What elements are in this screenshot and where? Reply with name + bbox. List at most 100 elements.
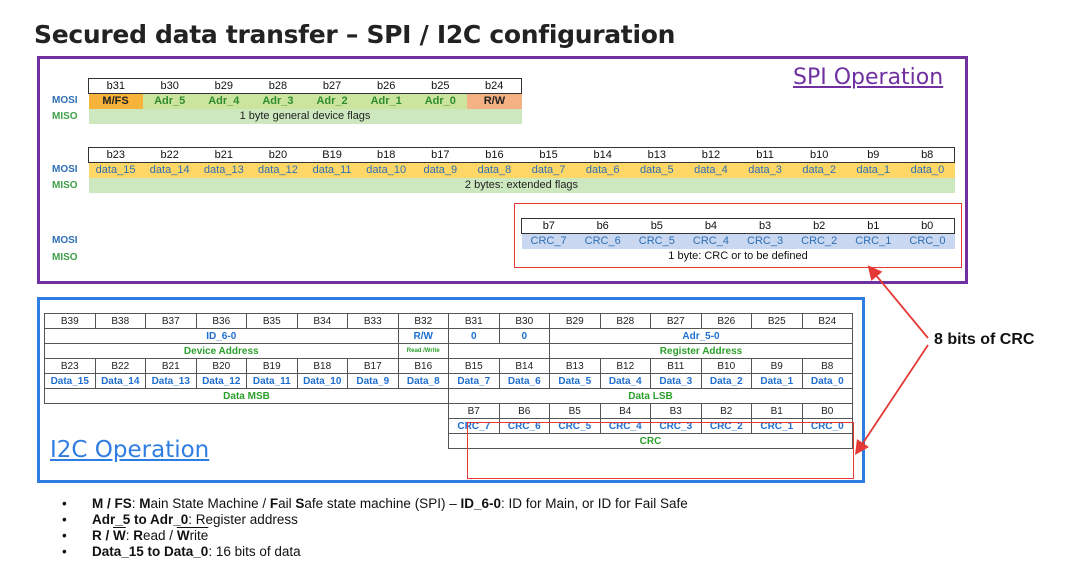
spi-byte1-miso-row: 1 byte general device flags <box>88 108 522 124</box>
legend-text-part: : Register address <box>188 512 298 527</box>
extended-flags-cell: 2 bytes: extended flags <box>88 177 955 193</box>
bit-label: b10 <box>792 147 847 163</box>
legend-text-part: ain State Machine / <box>150 496 270 511</box>
legend-text: M / FS: Main State Machine / Fail Safe s… <box>92 496 688 512</box>
i2c-bits-row-2: B23 B22 B21 B20 B19 B18 B17 B16 B15 B14 … <box>44 358 853 374</box>
i2c-operation-title: I2C Operation <box>50 437 210 463</box>
legend-text-part: rite <box>189 528 209 543</box>
legend-text-part: M / FS <box>92 496 132 511</box>
bit-label: b17 <box>413 147 468 163</box>
bit-label: b31 <box>87 78 143 94</box>
legend-text-part: ead / <box>143 528 177 543</box>
spi-mosi-label: MOSI <box>52 235 78 246</box>
legend-text-part: : 16 bits of data <box>208 544 301 559</box>
legend-text-part: W <box>176 528 190 543</box>
bit-label: B19 <box>305 147 360 163</box>
adr-cell: Adr_0 <box>413 93 468 109</box>
spi-byte1-table: b31 b30 b29 b28 b27 b26 b25 b24 M/FS Adr… <box>87 78 523 124</box>
bit-label: b26 <box>359 78 414 94</box>
spi-byte4-miso-row: 1 byte: CRC or to be defined <box>522 249 955 264</box>
adr-cell: Adr_4 <box>196 93 251 109</box>
crc-cell: CRC_5 <box>629 233 684 249</box>
data-msb-label: Data MSB <box>44 388 449 404</box>
bit-label: b22 <box>142 147 197 163</box>
spi-operation-box <box>37 56 968 284</box>
i2c-data-row: Data_15 Data_14 Data_13 Data_12 Data_11 … <box>44 373 853 389</box>
crc-cell: CRC_6 <box>575 233 630 249</box>
legend-text: R / W: Read / Write <box>92 528 208 544</box>
legend-text-part: Adr_5 to Adr_0 <box>92 512 189 527</box>
bit-label: b24 <box>467 78 523 94</box>
legend-text-part: M <box>139 496 151 511</box>
i2c-operation-box <box>37 297 865 483</box>
rw-cell: R/W <box>467 93 522 109</box>
bit-label: b16 <box>467 147 522 163</box>
crc-label: CRC <box>448 433 853 449</box>
bit-label: b14 <box>575 147 630 163</box>
i2c-frame-table: B39 B38 B37 B36 B35 B34 B33 B32 B31 B30 … <box>44 313 853 449</box>
spi-miso-label: MISO <box>52 252 78 263</box>
data-cell: data_13 <box>196 162 251 178</box>
crc-cell: CRC_7 <box>521 233 576 249</box>
legend-text-part: : <box>131 496 140 511</box>
spi-operation-title: SPI Operation <box>793 65 944 90</box>
arrow-to-spi-crc <box>867 265 929 339</box>
bit-label: b6 <box>575 218 630 234</box>
spi-byte23-bit-row: b23 b22 b21 b20 B19 b18 b17 b16 b15 b14 … <box>87 147 956 163</box>
legend-item: •R / W: Read / Write <box>62 528 688 544</box>
bit-label: b15 <box>521 147 576 163</box>
bit-label: b28 <box>250 78 305 94</box>
bit-label: b30 <box>142 78 197 94</box>
data-cell: data_15 <box>88 162 143 178</box>
adr-cell: Adr_5 <box>142 93 197 109</box>
data-cell: data_7 <box>521 162 576 178</box>
data-cell: data_1 <box>846 162 901 178</box>
adr-cell: Adr_1 <box>359 93 414 109</box>
data-cell: data_5 <box>629 162 684 178</box>
i2c-address-row: ID_6-0 R/W 0 0 Adr_5-0 <box>44 328 853 344</box>
bit-label: b4 <box>683 218 738 234</box>
spi-miso-label: MISO <box>52 111 78 122</box>
bit-label: b11 <box>738 147 793 163</box>
data-cell: data_6 <box>575 162 630 178</box>
legend-text: Data_15 to Data_0: 16 bits of data <box>92 544 301 560</box>
legend-text-part: S <box>295 496 305 511</box>
zero-field: 0 <box>448 328 500 344</box>
i2c-crc-highlight <box>467 422 854 479</box>
legend-text-part: F <box>269 496 279 511</box>
data-cell: data_11 <box>305 162 360 178</box>
bit-label: b25 <box>413 78 468 94</box>
spi-byte23-miso-row: 2 bytes: extended flags <box>88 177 955 193</box>
data-cell: data_2 <box>792 162 847 178</box>
data-cell: data_0 <box>900 162 955 178</box>
bit-label: b12 <box>683 147 738 163</box>
mfs-cell: M/FS <box>88 93 143 109</box>
bit-label: b27 <box>305 78 360 94</box>
bit-label: b1 <box>846 218 901 234</box>
bit-label: b8 <box>900 147 956 163</box>
bit-label: b3 <box>738 218 793 234</box>
bit-label: b5 <box>629 218 684 234</box>
spi-mosi-label: MOSI <box>52 95 78 106</box>
legend-text-part: : ID for Main, or ID for Fail Safe <box>500 496 688 511</box>
spi-byte4-bit-row: b7 b6 b5 b4 b3 b2 b1 b0 <box>520 218 956 234</box>
data-cell: data_9 <box>413 162 468 178</box>
crc-cell: CRC_4 <box>683 233 738 249</box>
spi-byte23-table: b23 b22 b21 b20 B19 b18 b17 b16 b15 b14 … <box>87 147 956 193</box>
spi-byte4-mosi-row: CRC_7 CRC_6 CRC_5 CRC_4 CRC_3 CRC_2 CRC_… <box>521 233 955 249</box>
bit-label: b0 <box>900 218 956 234</box>
crc-miso-cell: 1 byte: CRC or to be defined <box>668 250 808 262</box>
i2c-crc-desc-row: CRC <box>45 433 853 449</box>
spi-byte1-mosi-row: M/FS Adr_5 Adr_4 Adr_3 Adr_2 Adr_1 Adr_0… <box>88 93 522 109</box>
i2c-address-desc-row: Device Address Read /Write Register Addr… <box>44 343 853 359</box>
bit-label: b9 <box>846 147 901 163</box>
legend-item: • Adr_5 to Adr_0: Register address <box>62 512 688 528</box>
crc-cell: CRC_0 <box>900 233 955 249</box>
bit-label: b13 <box>629 147 684 163</box>
data-cell: data_12 <box>250 162 305 178</box>
spi-miso-label: MISO <box>52 180 78 191</box>
legend-text-part: ail <box>278 496 296 511</box>
bit-label: b29 <box>196 78 251 94</box>
bullet-marker: • <box>62 512 67 527</box>
